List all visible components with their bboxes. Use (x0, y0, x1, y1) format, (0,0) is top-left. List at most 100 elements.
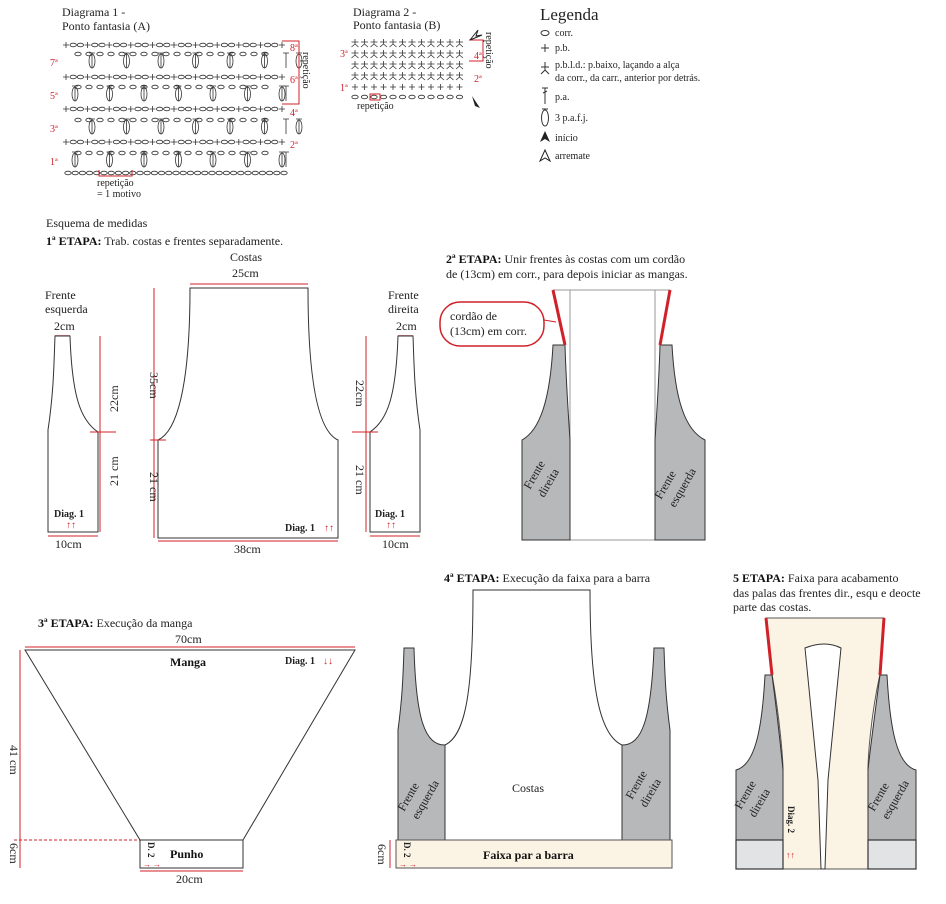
dimension-label: 2cm (54, 319, 75, 333)
chain-stitch-icon (184, 42, 192, 48)
back-loop-sc-icon (455, 61, 464, 70)
chain-stitch-icon (118, 150, 126, 156)
back-loop-sc-icon (370, 61, 378, 70)
direction-arrows: ↑↑ (66, 520, 76, 531)
piece-label: direita (388, 302, 419, 316)
repeat-bottom-label: repetição (97, 178, 134, 189)
chain-stitch-icon (129, 51, 137, 57)
chain-stitch-icon (408, 94, 416, 100)
chain-stitch-icon (177, 74, 185, 80)
diagram-2-stitch-grid (351, 39, 464, 100)
chain-stitch-icon (98, 139, 106, 145)
single-crochet-icon (447, 84, 453, 90)
chain-stitch-icon (96, 51, 104, 57)
chain-stitch-icon (206, 106, 214, 112)
single-crochet-icon (352, 84, 358, 90)
piece-label: Costas (230, 250, 262, 264)
chain-stitch-icon (140, 84, 148, 90)
diagram-1: Diagrama 1 - Ponto fantasia (A) 7ª 5ª 3ª… (50, 5, 311, 200)
chain-stitch-icon (107, 51, 115, 57)
chain-stitch-icon (220, 42, 228, 48)
single-crochet-icon (257, 106, 264, 112)
back-loop-sc-icon (351, 39, 359, 48)
chain-stitch-icon (261, 117, 269, 123)
single-crochet-icon (106, 74, 113, 80)
chain-stitch-icon (76, 139, 85, 145)
chain-stitch-icon (96, 84, 104, 90)
direction-arrows: ↑↑ (324, 523, 334, 534)
callout-text: (13cm) em corr. (450, 324, 527, 338)
chain-stitch-icon (206, 139, 214, 145)
back-loop-sc-icon (436, 50, 445, 59)
chain-stitch-icon (436, 94, 445, 100)
chain-stitch-icon (162, 150, 170, 156)
chain-stitch-icon (215, 170, 223, 176)
back-loop-sc-icon (351, 50, 359, 59)
chain-stitch-icon (184, 51, 192, 57)
treble-icon (283, 151, 289, 167)
single-crochet-icon (399, 84, 406, 90)
back-loop-sc-icon (408, 39, 416, 48)
single-crochet-icon (257, 139, 264, 145)
back-loop-sc-icon (360, 61, 369, 70)
back-loop-sc-icon (446, 50, 454, 59)
front-right-piece (521, 344, 571, 541)
chain-stitch-icon (163, 74, 171, 80)
chain-stitch-icon (107, 150, 115, 156)
chain-stitch-icon (242, 74, 250, 80)
chain-stitch-icon (177, 139, 185, 145)
step-5-heading: 5 ETAPA: Faixa para acabamento (733, 571, 899, 585)
chain-stitch-icon (112, 42, 121, 48)
chain-stitch-icon (91, 139, 99, 145)
chain-stitch-icon (195, 117, 203, 123)
dimension-label: 22cm (107, 385, 121, 412)
chain-stitch-icon (107, 117, 115, 123)
chain-stitch-icon (250, 51, 258, 57)
chain-stitch-icon (244, 170, 252, 176)
back-loop-sc-icon (427, 72, 435, 81)
chain-stitch-icon (206, 84, 214, 90)
back-loop-sc-icon (455, 39, 464, 48)
chain-stitch-icon (85, 117, 93, 123)
back-loop-sc-icon (360, 50, 369, 59)
step-1-right-front: Frente direita 2cm 22cm 21 cm Diag. 1 ↑↑… (352, 288, 421, 551)
single-crochet-icon (84, 106, 91, 112)
chain-stitch-icon (220, 139, 228, 145)
chain-stitch-icon (91, 74, 99, 80)
diagram-ref: Diag. 1 (54, 509, 84, 520)
chain-stitch-icon (165, 170, 173, 176)
start-arrow-icon (540, 131, 550, 142)
right-front-outline (369, 335, 421, 533)
chain-stitch-icon (162, 117, 170, 123)
chain-stitch-icon (118, 51, 126, 57)
chain-stitch-icon (206, 150, 214, 156)
chain-stitch-icon (120, 42, 128, 48)
single-crochet-icon (106, 42, 113, 48)
piece-label: Faixa par a barra (483, 848, 574, 862)
chain-stitch-icon (360, 94, 369, 100)
chain-stitch-icon (150, 170, 158, 176)
single-crochet-icon (214, 106, 221, 112)
single-crochet-icon (149, 42, 156, 48)
chain-stitch-icon (91, 106, 99, 112)
dimension-label: 20cm (176, 872, 203, 886)
single-crochet-icon (84, 42, 91, 48)
legend-item-label: arremate (555, 151, 591, 162)
piece-label: Punho (170, 847, 203, 861)
sleeve-outline (24, 649, 356, 841)
back-outline (157, 287, 339, 539)
chain-stitch-icon (228, 117, 236, 123)
chain-stitch-icon (217, 117, 225, 123)
chain-stitch-icon (74, 51, 82, 57)
chain-stitch-icon (228, 74, 236, 80)
chain-stitch-icon (141, 74, 149, 80)
repeat-side-label: repetição (483, 32, 494, 69)
row-label: 5ª (50, 91, 58, 102)
single-crochet-icon (409, 84, 415, 90)
chain-stitch-icon (195, 150, 203, 156)
dimension-label: 2cm (396, 319, 417, 333)
single-crochet-icon (63, 106, 69, 112)
chain-stitch-icon (129, 117, 137, 123)
chain-stitch-icon (158, 170, 166, 176)
finish-arrow-icon (538, 148, 552, 163)
